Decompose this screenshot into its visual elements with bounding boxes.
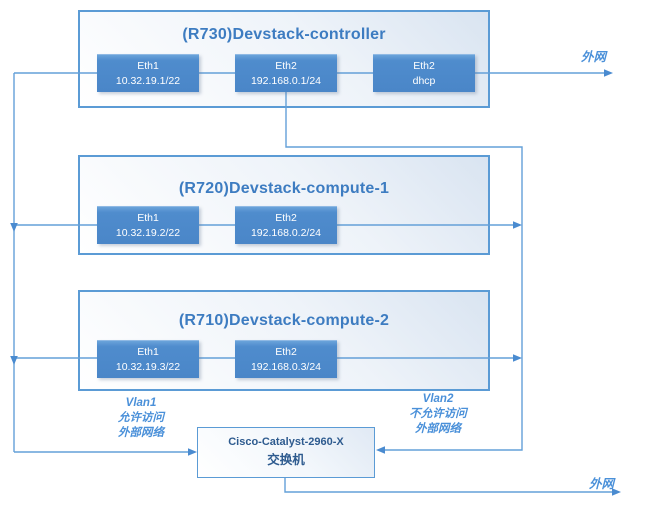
eth-port-compute2-eth2: Eth2 192.168.0.3/24 (235, 340, 337, 378)
vlan1-line3: 外部网络 (118, 427, 164, 439)
vlan2-annotation: Vlan2 不允许访问 外部网络 (392, 392, 484, 437)
eth-detail: 10.32.19.3/22 (115, 361, 181, 373)
eth-port-controller-eth1: Eth1 10.32.19.1/22 (97, 54, 199, 92)
arrowhead-external-top-icon (604, 69, 613, 77)
eth-label: Eth2 (275, 212, 297, 224)
vlan1-line2: 允许访问 (118, 412, 164, 424)
eth-port-controller-eth2: Eth2 192.168.0.1/24 (235, 54, 337, 92)
vlan2-line2: 不允许访问 (409, 408, 467, 420)
arrowhead-into-switch-left-icon (188, 448, 197, 456)
eth-detail: dhcp (412, 75, 436, 87)
arrowhead-compute2-to-trunk-icon (513, 354, 522, 362)
switch-name: 交换机 (267, 453, 305, 467)
eth-port-controller-eth2-dhcp: Eth2 dhcp (373, 54, 475, 92)
eth-detail: 10.32.19.2/22 (115, 227, 181, 239)
arrowhead-into-switch-right-icon (376, 446, 385, 454)
arrowhead-compute1-to-trunk-icon (513, 221, 522, 229)
eth-label: Eth2 (413, 60, 435, 72)
eth-label: Eth2 (275, 346, 297, 358)
eth-label: Eth1 (137, 60, 159, 72)
node-title: (R730)Devstack-controller (182, 26, 386, 43)
external-net-label-bottom: 外网 (589, 477, 615, 491)
node-switch: Cisco-Catalyst-2960-X 交换机 (197, 427, 375, 478)
eth-label: Eth1 (137, 212, 159, 224)
eth-port-compute1-eth1: Eth1 10.32.19.2/22 (97, 206, 199, 244)
switch-model: Cisco-Catalyst-2960-X (228, 436, 344, 448)
eth-label: Eth2 (275, 60, 297, 72)
eth-detail: 192.168.0.1/24 (250, 75, 322, 87)
vlan1-annotation: Vlan1 允许访问 外部网络 (97, 396, 185, 441)
vlan2-title: Vlan2 (422, 393, 454, 405)
eth-detail: 10.32.19.1/22 (115, 75, 181, 87)
node-title: (R710)Devstack-compute-2 (178, 312, 390, 329)
node-title: (R720)Devstack-compute-1 (178, 180, 390, 197)
vlan2-line3: 外部网络 (415, 423, 461, 435)
arrowhead-left-trunk-down2-icon (10, 356, 18, 365)
eth-detail: 192.168.0.3/24 (250, 361, 322, 373)
vlan1-title: Vlan1 (125, 397, 157, 409)
eth-port-compute2-eth1: Eth1 10.32.19.3/22 (97, 340, 199, 378)
wire-switch-external (284, 478, 614, 493)
eth-port-compute1-eth2: Eth2 192.168.0.2/24 (235, 206, 337, 244)
eth-detail: 192.168.0.2/24 (250, 227, 322, 239)
arrowhead-left-trunk-down1-icon (10, 223, 18, 232)
external-net-label-top: 外网 (581, 50, 607, 64)
eth-label: Eth1 (137, 346, 159, 358)
